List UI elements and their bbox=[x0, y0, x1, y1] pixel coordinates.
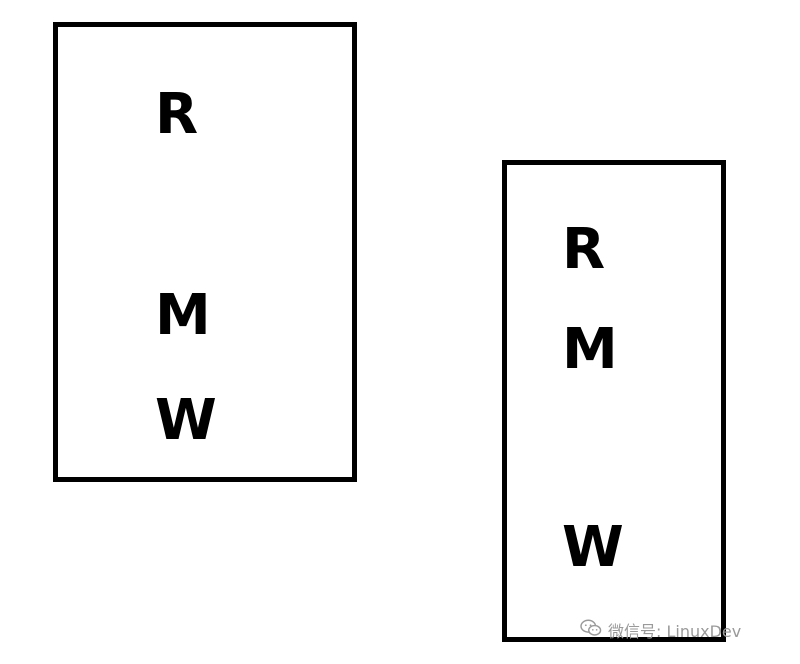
left-memory-box: R M W bbox=[53, 22, 357, 482]
left-letter-w: W bbox=[155, 388, 217, 453]
wechat-icon bbox=[580, 618, 602, 642]
watermark: 微信号: LinuxDev bbox=[580, 618, 741, 642]
left-letter-r: R bbox=[155, 82, 199, 147]
right-letter-m: M bbox=[562, 317, 618, 382]
right-letter-w: W bbox=[562, 515, 624, 580]
watermark-text: 微信号: LinuxDev bbox=[608, 622, 742, 641]
right-memory-box: R M W bbox=[502, 160, 726, 642]
right-letter-r: R bbox=[562, 217, 606, 282]
left-letter-m: M bbox=[155, 283, 211, 348]
